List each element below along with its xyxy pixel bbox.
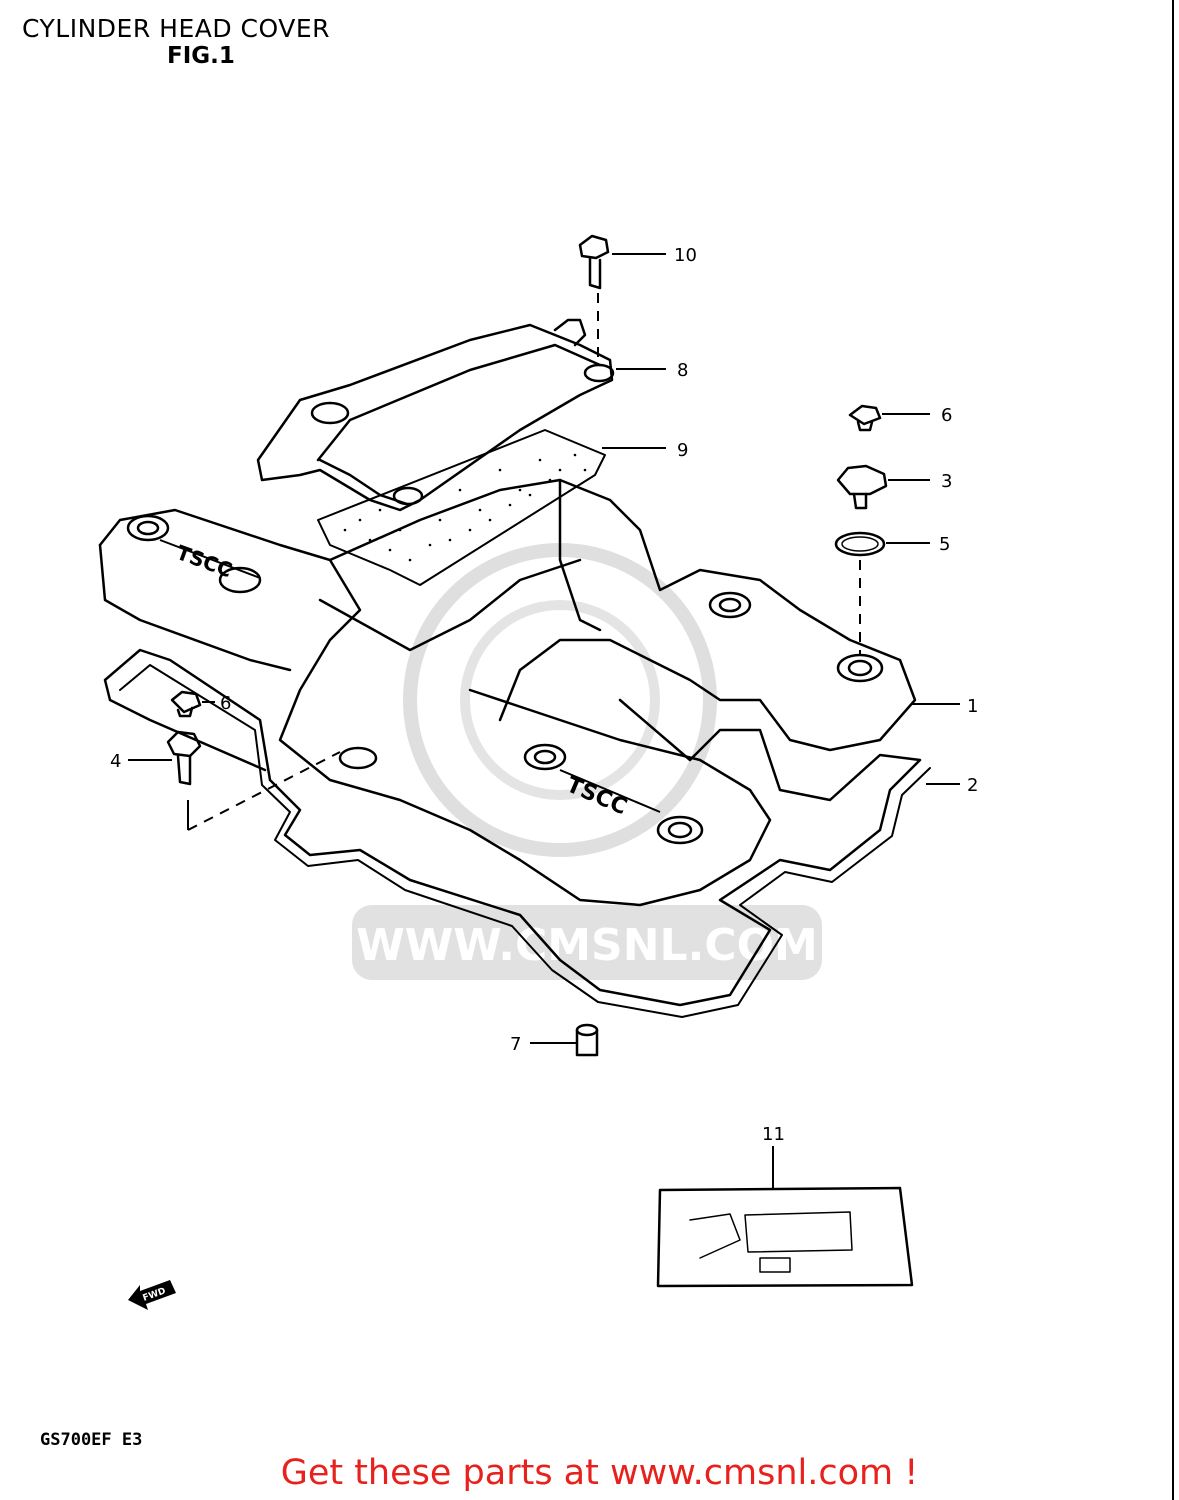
callout-6-left: 6 [220, 693, 231, 714]
callout-10: 10 [674, 245, 697, 266]
watermark: WWW.CMSNL.COM [352, 543, 822, 980]
fwd-arrow-icon: FWD [128, 1280, 176, 1310]
gasket-outline [103, 648, 922, 1007]
cover-marking-text-left: TSCC [173, 540, 235, 582]
bolt-part-3 [836, 464, 888, 510]
o-ring-part-5 [834, 531, 886, 557]
fwd-marker-text: FWD [142, 1286, 168, 1303]
callout-4: 4 [110, 751, 121, 772]
dowel-part-7 [575, 1023, 599, 1057]
callout-9: 9 [677, 440, 688, 461]
callout-7: 7 [510, 1034, 521, 1055]
callout-3: 3 [941, 471, 952, 492]
page-title: CYLINDER HEAD COVER [22, 14, 331, 43]
label-part-11 [656, 1186, 914, 1288]
gasket-stipple [343, 453, 587, 562]
bolt-part-4 [166, 730, 202, 786]
alignment-lines [187, 293, 861, 831]
footer-cta-link[interactable]: Get these parts at www.cmsnl.com ! [280, 1453, 919, 1493]
cap-part-6-left [170, 690, 202, 718]
breather-gasket [317, 429, 606, 586]
figure-label: FIG.1 [167, 43, 235, 69]
leader-lines [128, 253, 960, 1188]
bolt-part-10 [578, 234, 610, 290]
callout-11: 11 [762, 1124, 785, 1145]
callout-8: 8 [677, 360, 688, 381]
cylinder-head-cover [98, 508, 772, 907]
model-code: GS700EF E3 [40, 1430, 143, 1450]
page-border [1172, 0, 1174, 1500]
cap-part-6-top [848, 404, 882, 432]
watermark-text: WWW.CMSNL.COM [356, 920, 818, 971]
breather-cover [256, 323, 614, 512]
callout-5: 5 [939, 534, 950, 555]
callout-6-top: 6 [941, 405, 952, 426]
cover-marking-left: TSCC [159, 539, 261, 582]
callout-2: 2 [967, 775, 978, 796]
callout-1: 1 [967, 696, 978, 717]
